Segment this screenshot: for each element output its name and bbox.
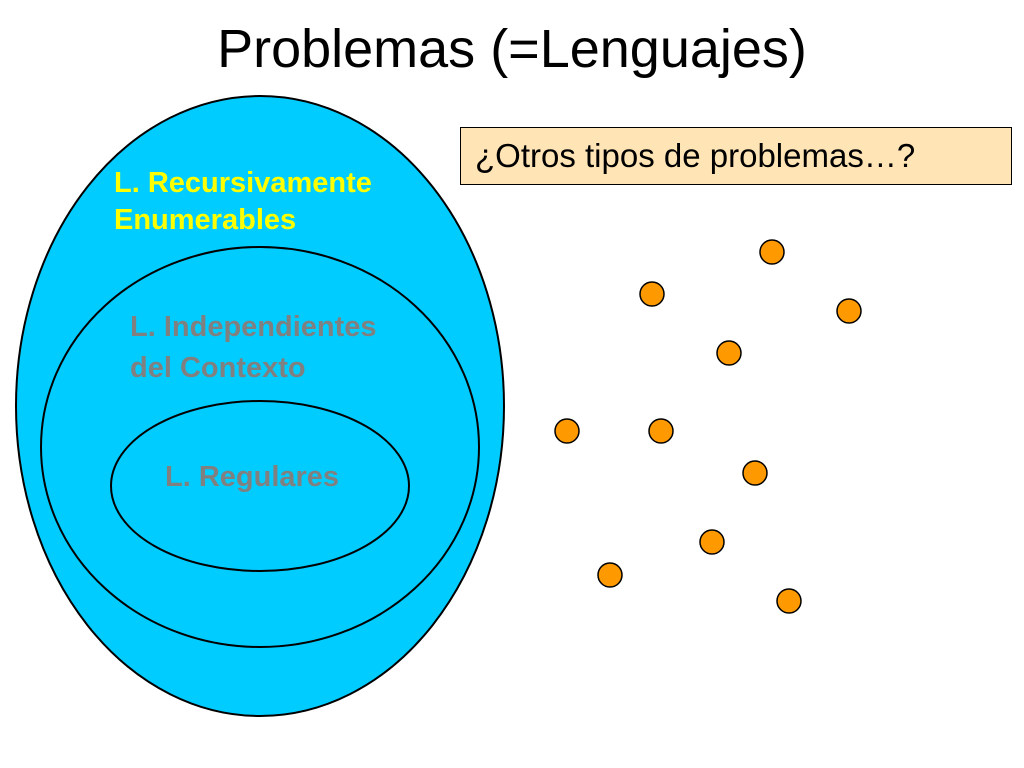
regular-ellipse <box>110 400 410 572</box>
problem-dot <box>716 340 742 366</box>
recursively-enumerable-label: L. Recursivamente Enumerables <box>114 167 380 236</box>
problem-dot <box>597 562 623 588</box>
problem-dot <box>742 460 768 486</box>
context-free-label: L. Independientes del Contexto <box>130 311 385 384</box>
problem-dot <box>554 418 580 444</box>
problem-dot <box>639 281 665 307</box>
problem-dot <box>699 529 725 555</box>
problem-dot <box>776 588 802 614</box>
other-problems-callout: ¿Otros tipos de problemas…? <box>460 127 1012 185</box>
other-problems-dots <box>554 239 862 614</box>
slide-title: Problemas (=Lenguajes) <box>217 19 807 79</box>
regular-label: L. Regulares <box>165 461 339 493</box>
problem-dot <box>836 298 862 324</box>
problem-dot <box>648 418 674 444</box>
problem-dot <box>759 239 785 265</box>
